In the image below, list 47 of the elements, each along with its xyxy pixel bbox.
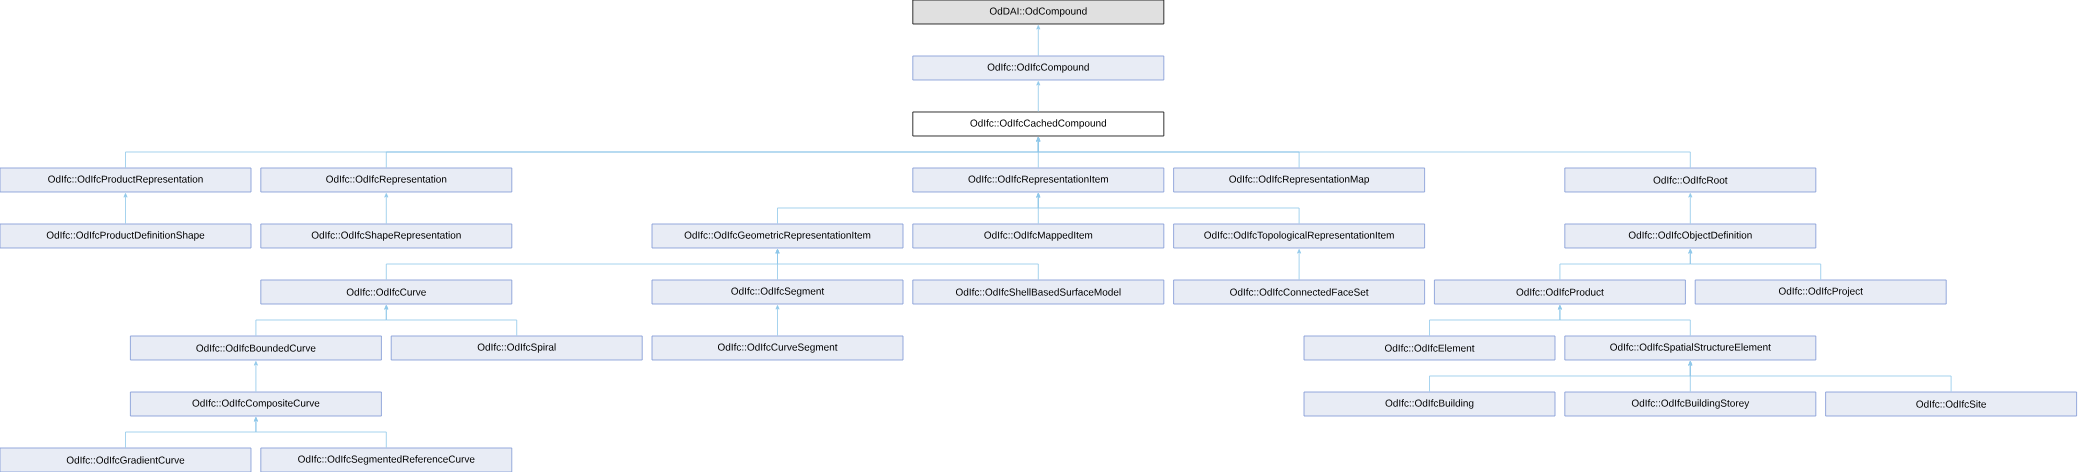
class-box: OdIfc::OdIfcShapeRepresentation	[260, 223, 513, 249]
class-box: OdIfc::OdIfcCompound	[912, 55, 1165, 81]
arrow	[1036, 81, 1041, 112]
class-box: OdIfc::OdIfcMappedItem	[912, 223, 1165, 249]
class-box: OdIfc::OdIfcObjectDefinition	[1564, 223, 1817, 249]
class-box: OdIfc::OdIfcGradientCurve	[0, 447, 252, 472]
class-box: OdIfc::OdIfcSpatialStructureElement	[1564, 335, 1817, 361]
class-box: OdIfc::OdIfcRepresentation	[260, 167, 513, 193]
class-box: OdIfc::OdIfcRoot	[1564, 167, 1817, 193]
class-box: OdIfc::OdIfcSite	[1825, 391, 2077, 417]
arrow	[775, 305, 780, 336]
arrow	[1297, 249, 1302, 280]
class-box: OdIfc::OdIfcCachedCompound	[912, 111, 1165, 137]
class-box: OdIfc::OdIfcCurveSegment	[651, 335, 904, 361]
class-box: OdIfc::OdIfcGeometricRepresentationItem	[651, 223, 904, 249]
arrow	[775, 249, 1039, 280]
class-box: OdIfc::OdIfcRepresentationMap	[1173, 167, 1425, 193]
class-box: OdIfc::OdIfcProduct	[1434, 279, 1686, 305]
class-box: OdIfc::OdIfcCurve	[260, 279, 513, 305]
class-box: OdIfc::OdIfcTopologicalRepresentationItem	[1173, 223, 1425, 249]
arrow	[384, 305, 518, 336]
class-box: OdIfc::OdIfcSegment	[651, 279, 904, 305]
arrow	[384, 193, 389, 224]
class-box: OdIfc::OdIfcBuildingStorey	[1564, 391, 1817, 417]
class-box: OdIfc::OdIfcRepresentationItem	[912, 167, 1165, 193]
arrow	[253, 361, 258, 392]
class-box: OdIfc::OdIfcProductDefinitionShape	[0, 223, 252, 249]
class-box: OdIfc::OdIfcSpiral	[390, 335, 643, 361]
class-box: OdIfc::OdIfcElement	[1303, 335, 1556, 361]
class-box: OdIfc::OdIfcProject	[1694, 279, 1947, 305]
arrow	[1036, 193, 1300, 224]
arrow	[1036, 137, 1691, 168]
arrow	[1688, 361, 1952, 392]
class-box: OdIfc::OdIfcBuilding	[1303, 391, 1556, 417]
arrow	[1688, 193, 1693, 224]
class-box: OdIfc::OdIfcCompositeCurve	[130, 391, 382, 417]
class-box: OdDAI::OdCompound	[912, 0, 1165, 25]
arrow	[1688, 249, 1822, 280]
arrow	[253, 417, 387, 448]
class-box: OdIfc::OdIfcSegmentedReferenceCurve	[260, 447, 513, 472]
class-box: OdIfc::OdIfcProductRepresentation	[0, 167, 252, 193]
arrow	[1036, 25, 1041, 56]
class-box: OdIfc::OdIfcBoundedCurve	[130, 335, 382, 361]
arrow	[123, 193, 128, 224]
class-box: OdIfc::OdIfcShellBasedSurfaceModel	[912, 279, 1165, 305]
class-box: OdIfc::OdIfcConnectedFaceSet	[1173, 279, 1425, 305]
arrow	[1557, 305, 1691, 336]
